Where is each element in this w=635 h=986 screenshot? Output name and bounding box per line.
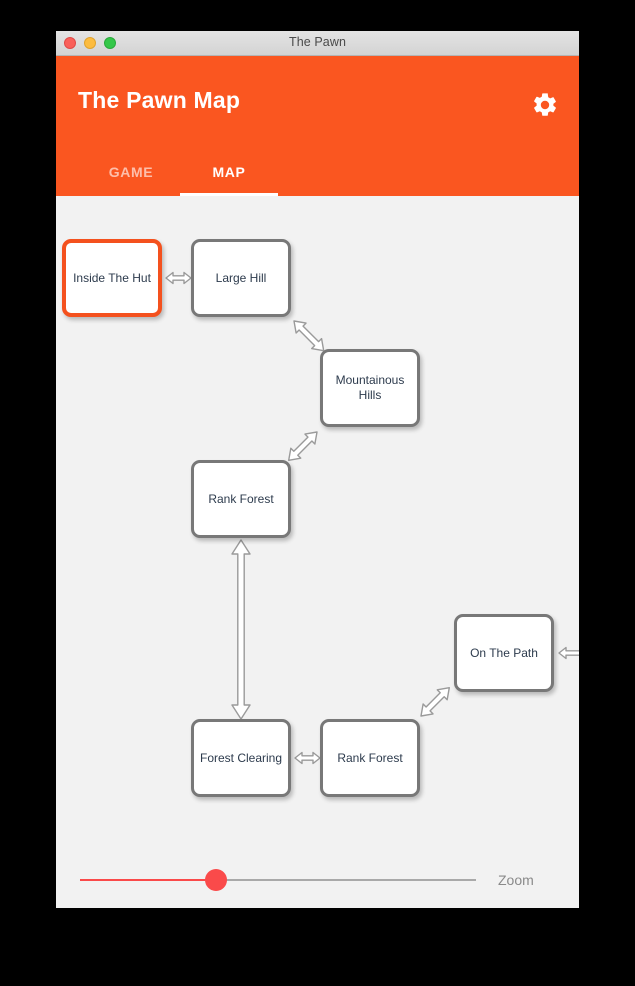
map-node-label: Rank Forest — [337, 750, 403, 765]
minimize-window-icon[interactable] — [84, 37, 96, 49]
edge-rank-forest-upper-forest-clearing — [231, 539, 251, 720]
map-node-mountainous-hills[interactable]: Mountainous Hills — [320, 349, 420, 427]
edge-forest-clearing-rank-forest-lower — [294, 751, 321, 765]
map-node-forest-clearing[interactable]: Forest Clearing — [191, 719, 291, 797]
zoom-slider-filled-track — [80, 879, 205, 881]
map-node-label: Rank Forest — [208, 491, 274, 506]
map-node-label: Large Hill — [215, 270, 267, 285]
edge-inside-the-hut-large-hill — [165, 271, 192, 285]
tab-bar: GAME MAP — [56, 148, 278, 196]
zoom-slider[interactable] — [80, 869, 476, 891]
gear-icon[interactable] — [531, 91, 559, 119]
map-node-label: Inside The Hut — [73, 270, 151, 285]
edge-mountainous-hills-rank-forest-upper — [288, 431, 318, 461]
close-window-icon[interactable] — [64, 37, 76, 49]
map-node-label: Mountainous Hills — [335, 373, 405, 402]
map-node-rank-forest-lower[interactable]: Rank Forest — [320, 719, 420, 797]
map-node-label: Forest Clearing — [199, 750, 283, 765]
app-bar: The Pawn Map GAME MAP — [56, 56, 579, 196]
maximize-window-icon[interactable] — [104, 37, 116, 49]
zoom-label: Zoom — [498, 872, 534, 888]
map-node-rank-forest-upper[interactable]: Rank Forest — [191, 460, 291, 538]
edge-rank-forest-lower-on-the-path — [420, 687, 450, 717]
page-title: The Pawn Map — [78, 87, 241, 113]
window-titlebar: The Pawn — [56, 31, 579, 56]
zoom-slider-track — [205, 879, 476, 881]
tab-map[interactable]: MAP — [180, 148, 278, 196]
edge-large-hill-mountainous-hills — [293, 320, 325, 352]
tab-game[interactable]: GAME — [108, 164, 154, 180]
map-node-label: On The Path — [470, 645, 538, 660]
app-window: The Pawn The Pawn Map GAME MAP .ar { fil… — [56, 31, 579, 908]
zoom-slider-thumb[interactable] — [205, 869, 227, 891]
zoom-bar: Zoom — [56, 852, 579, 908]
map-node-on-the-path[interactable]: On The Path — [454, 614, 554, 692]
map-node-inside-the-hut[interactable]: Inside The Hut — [62, 239, 162, 317]
edge-on-the-path-offscreen — [558, 646, 579, 660]
window-title: The Pawn — [288, 35, 347, 49]
map-canvas[interactable]: .ar { fill:#ffffff; stroke:#9a9a9a; stro… — [56, 196, 579, 852]
map-node-large-hill[interactable]: Large Hill — [191, 239, 291, 317]
traffic-lights — [64, 37, 116, 49]
